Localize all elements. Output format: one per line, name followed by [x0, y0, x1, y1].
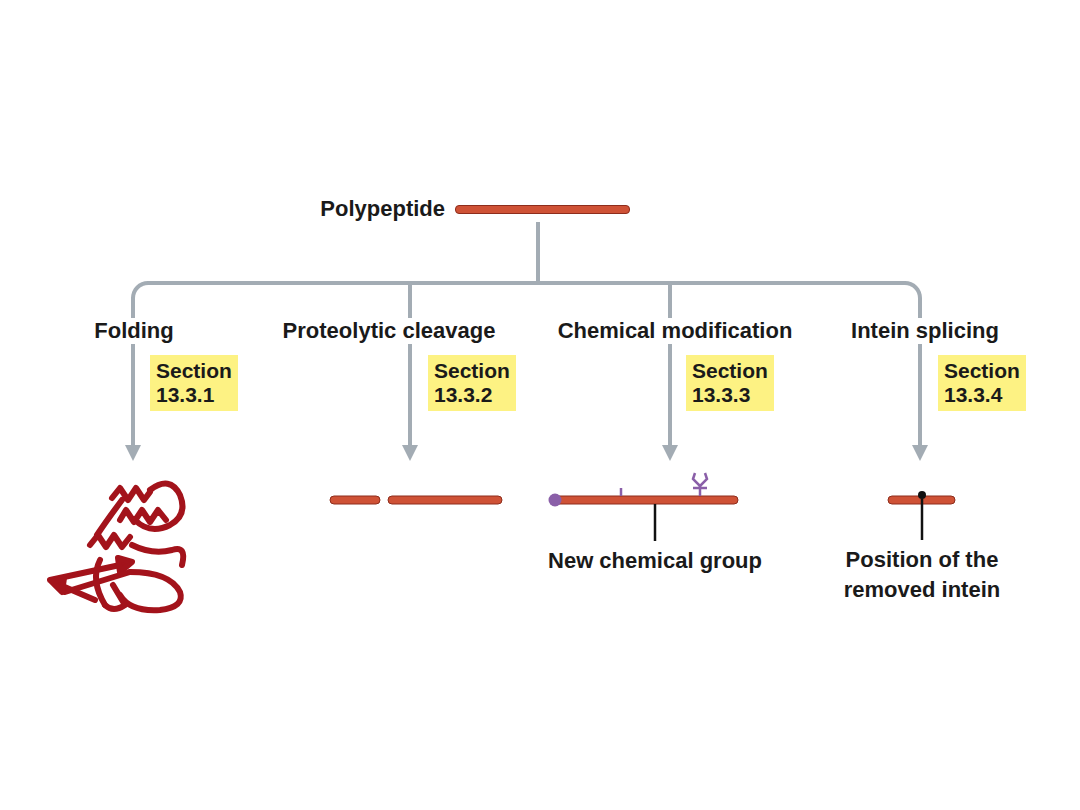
modified-polypeptide: [549, 473, 739, 541]
cleaved-fragments: [330, 496, 502, 504]
branch-heading: Folding: [91, 318, 176, 344]
folded-protein: [50, 484, 183, 611]
callout-label: Position of the removed intein: [822, 545, 1022, 605]
section-box: Section 13.3.2: [428, 355, 516, 411]
branch-node: FoldingSection 13.3.1: [91, 318, 238, 411]
tree-connector: [133, 222, 538, 318]
branch-heading: Chemical modification: [555, 318, 796, 344]
branch-heading: Proteolytic cleavage: [280, 318, 499, 344]
arrowheads: [125, 445, 928, 461]
branch-heading: Intein splicing: [848, 318, 1002, 344]
polypeptide-bar: [455, 205, 630, 214]
spliced-polypeptide: [888, 491, 955, 540]
section-box: Section 13.3.1: [150, 355, 238, 411]
branch-node: Chemical modificationSection 13.3.3: [555, 318, 796, 411]
section-box: Section 13.3.4: [938, 355, 1026, 411]
branch-node: Proteolytic cleavageSection 13.3.2: [280, 318, 516, 411]
tree-connector: [538, 222, 670, 318]
branch-arrows: [133, 316, 920, 450]
polypeptide-label: Polypeptide: [320, 196, 445, 222]
section-box: Section 13.3.3: [686, 355, 774, 411]
callout-label: New chemical group: [505, 546, 805, 576]
branch-node: Intein splicingSection 13.3.4: [848, 318, 1026, 411]
polypeptide-node: Polypeptide: [320, 196, 630, 222]
tree-connector: [538, 222, 920, 318]
tree-connector: [410, 222, 538, 318]
